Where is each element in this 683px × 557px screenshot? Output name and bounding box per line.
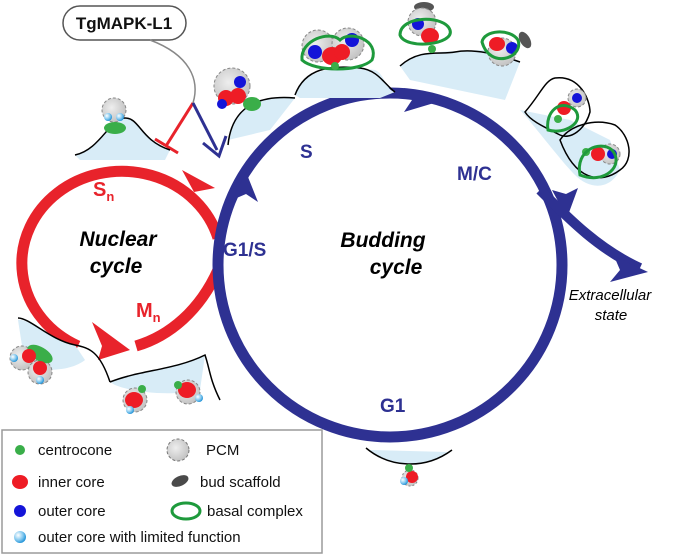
extracellular-label-line1: Extracellular	[569, 287, 653, 304]
outer-core-limited-swatch	[14, 531, 26, 543]
nucleus-cartoon-s-left	[213, 67, 296, 146]
nucleus-cartoon-s-top	[294, 27, 396, 98]
inhibition-bar	[154, 137, 179, 155]
inner-core-swatch	[12, 475, 28, 489]
legend-label-outer-core-limited: outer core with limited function	[38, 529, 241, 546]
budding-arrowhead-left	[232, 172, 258, 202]
legend: centrocone PCM inner core bud scaffold o…	[1, 429, 323, 554]
nucleus-cartoon-sn	[74, 97, 171, 160]
basal-complex-swatch	[170, 501, 202, 521]
legend-item-centrocone: centrocone	[15, 442, 112, 459]
budding-cycle-title-line1: Budding	[340, 229, 425, 252]
pcm-swatch	[166, 438, 190, 462]
regulator: TgMAPK-L1	[62, 5, 228, 159]
budding-arrowhead-top	[404, 88, 444, 112]
activation-arrowhead	[202, 135, 228, 159]
nuclear-phase-s: Sn	[93, 179, 114, 204]
centrocone-swatch	[15, 445, 25, 455]
legend-item-bud-scaffold: bud scaffold	[171, 474, 281, 491]
nuclear-arrowhead-bottom	[92, 322, 130, 360]
bud-scaffold-swatch	[171, 475, 189, 487]
legend-label-inner-core: inner core	[38, 474, 105, 491]
activation-arrow	[191, 102, 219, 151]
budding-exit-path	[536, 186, 643, 273]
nucleus-cartoon-mn-right	[109, 353, 221, 414]
inhibition-arrow	[164, 102, 195, 147]
nucleus-cartoon-mc-top	[398, 2, 532, 100]
budding-arrowhead-right	[552, 188, 578, 218]
outer-core-swatch	[14, 505, 26, 517]
legend-box	[1, 429, 323, 554]
nuclear-phase-m: Mn	[136, 300, 161, 325]
legend-label-basal-complex: basal complex	[207, 503, 303, 520]
legend-item-basal-complex: basal complex	[170, 501, 303, 521]
nucleus-cartoon-mn-left	[9, 317, 111, 385]
nuclear-cycle-arc-lower	[134, 267, 224, 352]
legend-label-pcm: PCM	[206, 442, 239, 459]
legend-label-centrocone: centrocone	[38, 442, 112, 459]
budding-phase-g1: G1	[380, 396, 406, 417]
legend-label-bud-scaffold: bud scaffold	[200, 474, 281, 491]
budding-phase-s: S	[300, 142, 313, 163]
nuclear-cycle-arc-upper	[16, 165, 224, 352]
legend-item-outer-core: outer core	[14, 503, 106, 520]
regulator-connector	[149, 39, 196, 104]
nuclear-arrowhead-top	[182, 170, 215, 192]
nuclear-cycle-title-line1: Nuclear	[79, 228, 158, 251]
budding-cycle-title-line2: cycle	[370, 256, 423, 279]
regulator-box	[62, 5, 187, 41]
legend-item-inner-core: inner core	[12, 474, 105, 491]
nuclear-cycle: Sn Mn Nuclear cycle	[16, 165, 224, 360]
nucleus-cartoon-g1	[365, 447, 453, 487]
budding-phase-g1s: G1/S	[223, 240, 266, 261]
budding-cycle: G1/S S M/C G1 Budding cycle Extracellula…	[212, 87, 653, 443]
nuclear-cycle-title-line2: cycle	[90, 255, 143, 278]
daughter-buds-cartoon	[520, 77, 630, 186]
legend-item-outer-core-limited: outer core with limited function	[14, 529, 241, 546]
budding-exit-arrowhead	[610, 256, 648, 282]
extracellular-label-line2: state	[595, 307, 628, 324]
regulator-label: TgMAPK-L1	[76, 14, 172, 33]
legend-item-pcm: PCM	[166, 438, 239, 462]
legend-label-outer-core: outer core	[38, 503, 106, 520]
cell-cartoons	[9, 2, 630, 487]
budding-phase-mc: M/C	[457, 164, 492, 185]
